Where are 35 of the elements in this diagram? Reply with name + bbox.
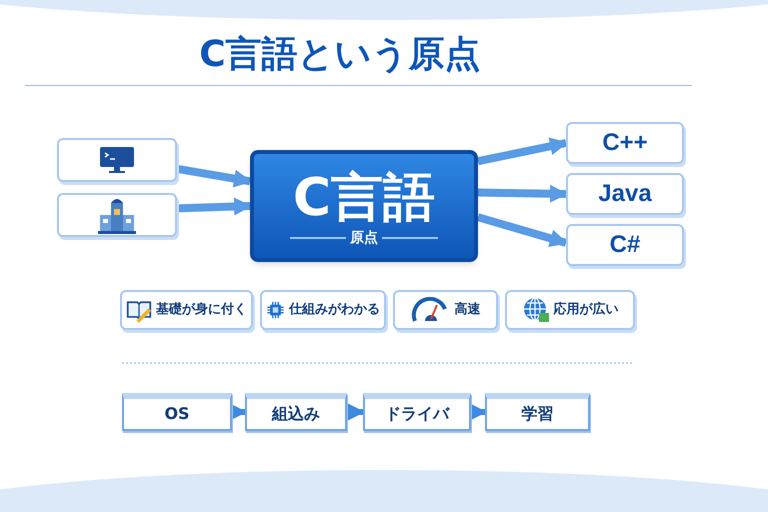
feature-box xyxy=(393,290,498,330)
title: C言語という原点 xyxy=(198,33,482,77)
box-label: 基礎が身に付く xyxy=(156,301,247,320)
source-box xyxy=(57,138,177,182)
language-box xyxy=(566,173,684,215)
step-box xyxy=(485,393,590,431)
central-box xyxy=(250,150,478,262)
step-label: 組込み xyxy=(272,403,320,425)
feature-box xyxy=(505,290,635,330)
arrow xyxy=(477,137,568,166)
language-box xyxy=(566,122,684,164)
box-label: 高速 xyxy=(454,300,480,320)
arrow xyxy=(478,184,568,203)
feature-box xyxy=(120,290,253,330)
language-label: Java xyxy=(598,179,652,209)
step-box xyxy=(245,393,347,431)
subheading: 原点 xyxy=(350,228,378,248)
language-box xyxy=(566,224,684,266)
box-label: 仕組みがわかる xyxy=(289,301,380,320)
step-label: 学習 xyxy=(522,403,554,425)
arrow xyxy=(476,213,568,248)
language-label: C++ xyxy=(602,128,648,158)
step-box xyxy=(122,393,232,431)
feature-box xyxy=(260,290,386,330)
language-label: C# xyxy=(610,230,640,260)
step-box xyxy=(363,393,471,431)
arrow xyxy=(347,403,365,421)
step-label: OS xyxy=(164,403,190,425)
arrow xyxy=(176,164,252,188)
box-label: 応用が広い xyxy=(554,300,618,320)
main-heading: C言語 xyxy=(292,172,436,224)
arrow xyxy=(469,403,487,421)
step-label: ドライバ xyxy=(385,403,449,425)
arrow xyxy=(176,198,252,216)
source-box xyxy=(57,193,177,237)
